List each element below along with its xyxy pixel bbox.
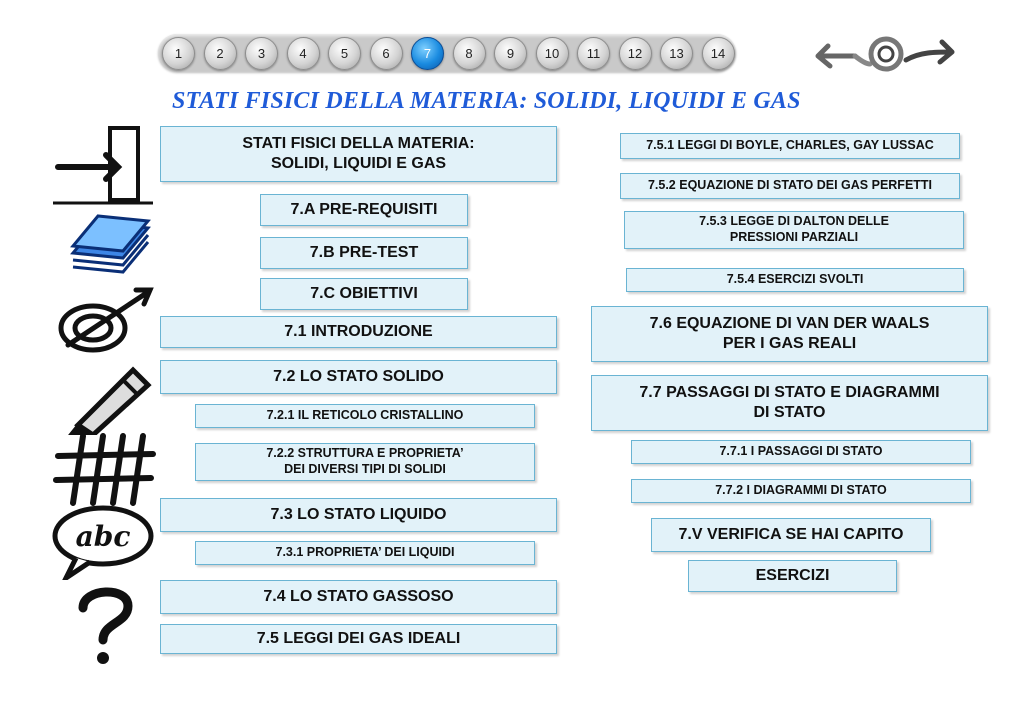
pencil-icon[interactable] — [48, 355, 158, 435]
chapter-button-5[interactable]: 5 — [328, 37, 361, 70]
leggi-boyle-button[interactable]: 7.5.1 LEGGI DI BOYLE, CHARLES, GAY LUSSA… — [620, 133, 960, 159]
chapter-button-2[interactable]: 2 — [203, 37, 237, 70]
chapter-button-11[interactable]: 11 — [577, 37, 610, 70]
esercizi-button[interactable]: ESERCIZI — [688, 560, 897, 592]
target-arrow-icon[interactable] — [48, 280, 158, 360]
chapter-button-3[interactable]: 3 — [245, 37, 278, 70]
chapter-button-12[interactable]: 12 — [618, 37, 652, 70]
chapter-button-4[interactable]: 4 — [286, 37, 320, 70]
chapter-button-13[interactable]: 13 — [660, 37, 693, 70]
nav-arrows — [815, 36, 955, 72]
obiettivi-button[interactable]: 7.C OBIETTIVI — [260, 278, 468, 310]
forward-arrow-icon[interactable] — [903, 39, 955, 65]
chapter-button-14[interactable]: 14 — [701, 37, 735, 70]
struttura-solidi-line1: 7.2.2 STRUTTURA E PROPRIETA’ — [266, 446, 464, 461]
van-der-waals-button[interactable]: 7.6 EQUAZIONE DI VAN DER WAALS PER I GAS… — [591, 306, 988, 362]
question-mark-icon[interactable] — [48, 578, 158, 668]
chapter-title-line1: STATI FISICI DELLA MATERIA: — [242, 135, 475, 152]
stato-gassoso-button[interactable]: 7.4 LO STATO GASSOSO — [160, 580, 557, 614]
chapter-button-10[interactable]: 10 — [535, 37, 569, 70]
chapter-button-9[interactable]: 9 — [494, 37, 527, 70]
chapter-button-6[interactable]: 6 — [369, 37, 403, 70]
stato-liquido-button[interactable]: 7.3 LO STATO LIQUIDO — [160, 498, 557, 532]
svg-text:abc: abc — [76, 520, 131, 553]
chapter-title-box[interactable]: STATI FISICI DELLA MATERIA: SOLIDI, LIQU… — [160, 126, 557, 182]
equazione-stato-button[interactable]: 7.5.2 EQUAZIONE DI STATO DEI GAS PERFETT… — [620, 173, 960, 199]
door-exit-icon[interactable] — [48, 125, 158, 205]
proprieta-liquidi-button[interactable]: 7.3.1 PROPRIETA’ DEI LIQUIDI — [195, 541, 535, 565]
struttura-solidi-line2: DEI DIVERSI TIPI DI SOLIDI — [284, 462, 446, 476]
page-title: STATI FISICI DELLA MATERIA: SOLIDI, LIQU… — [172, 88, 801, 114]
passaggi-stato-button[interactable]: 7.7.1 I PASSAGGI DI STATO — [631, 440, 971, 464]
stack-of-papers-icon[interactable] — [48, 198, 158, 278]
abc-speech-bubble-icon[interactable]: abc — [48, 500, 158, 580]
chapter-title-line2: SOLIDI, LIQUIDI E GAS — [270, 155, 447, 172]
home-ring-icon[interactable] — [868, 36, 904, 72]
stato-solido-button[interactable]: 7.2 LO STATO SOLIDO — [160, 360, 557, 394]
van-der-waals-line2: PER I GAS REALI — [722, 335, 857, 352]
chapter-button-7[interactable]: 7 — [411, 37, 444, 70]
reticolo-cristallino-button[interactable]: 7.2.1 IL RETICOLO CRISTALLINO — [195, 404, 535, 428]
back-arrow-icon[interactable] — [815, 43, 873, 69]
prerequisiti-button[interactable]: 7.A PRE-REQUISITI — [260, 194, 468, 226]
passaggi-diagrammi-button[interactable]: 7.7 PASSAGGI DI STATO E DIAGRAMMI DI STA… — [591, 375, 988, 431]
struttura-solidi-button[interactable]: 7.2.2 STRUTTURA E PROPRIETA’ DEI DIVERSI… — [195, 443, 535, 481]
pretest-button[interactable]: 7.B PRE-TEST — [260, 237, 468, 269]
passaggi-diagrammi-line1: 7.7 PASSAGGI DI STATO E DIAGRAMMI — [639, 384, 940, 401]
legge-dalton-line2: PRESSIONI PARZIALI — [729, 230, 859, 244]
chapter-button-1[interactable]: 1 — [162, 37, 195, 70]
van-der-waals-line1: 7.6 EQUAZIONE DI VAN DER WAALS — [649, 315, 930, 332]
legge-dalton-line1: 7.5.3 LEGGE DI DALTON DELLE — [699, 214, 889, 229]
legge-dalton-button[interactable]: 7.5.3 LEGGE DI DALTON DELLE PRESSIONI PA… — [624, 211, 964, 249]
chapter-button-8[interactable]: 8 — [452, 37, 486, 70]
esercizi-svolti-button[interactable]: 7.5.4 ESERCIZI SVOLTI — [626, 268, 964, 292]
diagrammi-stato-button[interactable]: 7.7.2 I DIAGRAMMI DI STATO — [631, 479, 971, 503]
hash-grid-icon[interactable] — [48, 428, 158, 508]
introduzione-button[interactable]: 7.1 INTRODUZIONE — [160, 316, 557, 348]
passaggi-diagrammi-line2: DI STATO — [753, 404, 826, 421]
leggi-gas-ideali-button[interactable]: 7.5 LEGGI DEI GAS IDEALI — [160, 624, 557, 654]
verifica-button[interactable]: 7.V VERIFICA SE HAI CAPITO — [651, 518, 931, 552]
